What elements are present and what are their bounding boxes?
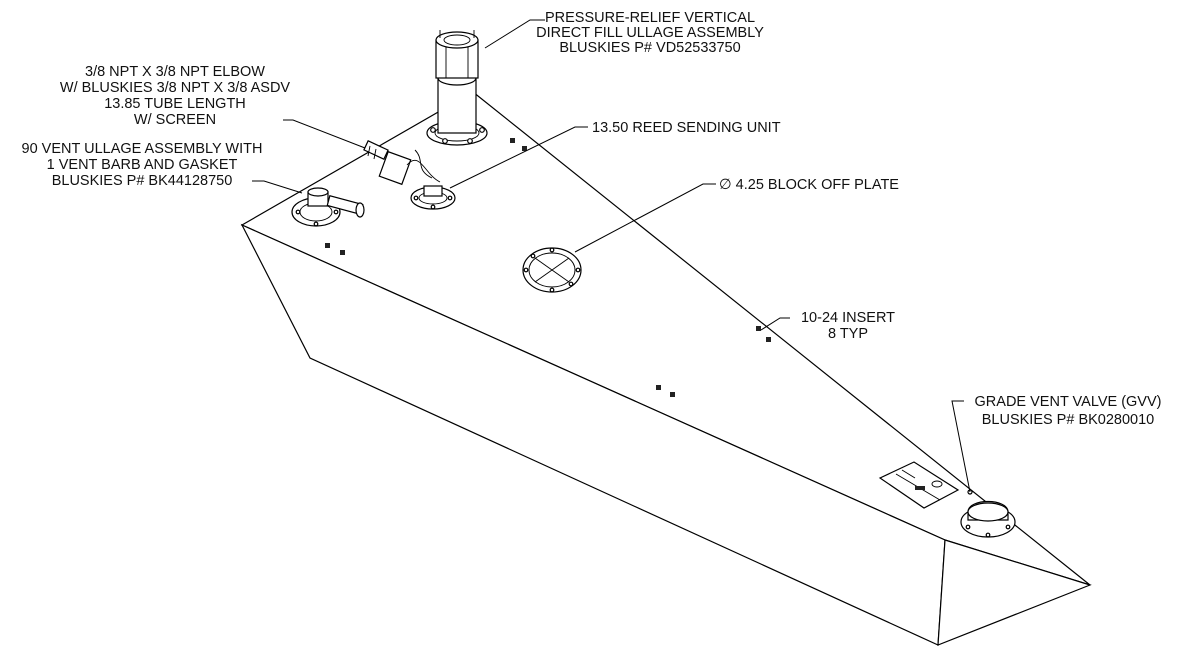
insert-marker [766, 337, 771, 342]
grade-vent-valve [960, 489, 1016, 538]
callout-line: W/ BLUSKIES 3/8 NPT X 3/8 ASDV [60, 80, 291, 96]
callout-line: 13.50 REED SENDING UNIT [592, 120, 781, 136]
insert-marker [510, 138, 515, 143]
callout-vent: 90 VENT ULLAGE ASSEMBLY WITH 1 VENT BARB… [22, 141, 263, 189]
insert-marker [522, 146, 527, 151]
callout-relief: PRESSURE-RELIEF VERTICAL DIRECT FILL ULL… [536, 10, 764, 56]
callout-elbow: 3/8 NPT X 3/8 NPT ELBOW W/ BLUSKIES 3/8 … [60, 64, 291, 128]
label-plate [878, 461, 960, 509]
vent-ullage-assembly [291, 187, 365, 227]
reed-sending-unit [410, 185, 456, 210]
tank-end-face [937, 539, 1092, 646]
callout-line: 8 TYP [828, 326, 868, 342]
callout-line: 10-24 INSERT [801, 310, 895, 326]
callout-line: BLUSKIES P# VD52533750 [559, 40, 740, 56]
callout-line: GRADE VENT VALVE (GVV) [975, 394, 1162, 410]
callout-line: 1 VENT BARB AND GASKET [47, 157, 238, 173]
callout-line: 13.85 TUBE LENGTH [104, 96, 246, 112]
callout-gvv: GRADE VENT VALVE (GVV) BLUSKIES P# BK028… [975, 394, 1162, 428]
callout-line: PRESSURE-RELIEF VERTICAL [545, 10, 755, 26]
callout-line: ∅ 4.25 BLOCK OFF PLATE [719, 177, 899, 193]
callout-line: W/ SCREEN [134, 112, 216, 128]
tank-body [240, 91, 1092, 646]
insert-marker [656, 385, 661, 390]
callout-reed: 13.50 REED SENDING UNIT [592, 120, 781, 136]
callout-line: 3/8 NPT X 3/8 NPT ELBOW [85, 64, 265, 80]
insert-marker [756, 326, 761, 331]
fill-ullage-assembly [426, 30, 488, 146]
elbow-asdv [363, 140, 441, 186]
block-off-plate [522, 247, 582, 293]
insert-marker [670, 392, 675, 397]
callout-insert: 10-24 INSERT 8 TYP [801, 310, 895, 342]
callout-line: 90 VENT ULLAGE ASSEMBLY WITH [22, 141, 263, 157]
callout-line: BLUSKIES P# BK0280010 [982, 412, 1155, 428]
insert-marker [340, 250, 345, 255]
callout-line: BLUSKIES P# BK44128750 [52, 173, 233, 189]
callout-block: ∅ 4.25 BLOCK OFF PLATE [719, 177, 899, 193]
leader-lines [252, 19, 971, 493]
callout-line: DIRECT FILL ULLAGE ASSEMBLY [536, 25, 764, 41]
insert-marker [325, 243, 330, 248]
insert-markers [325, 138, 771, 397]
